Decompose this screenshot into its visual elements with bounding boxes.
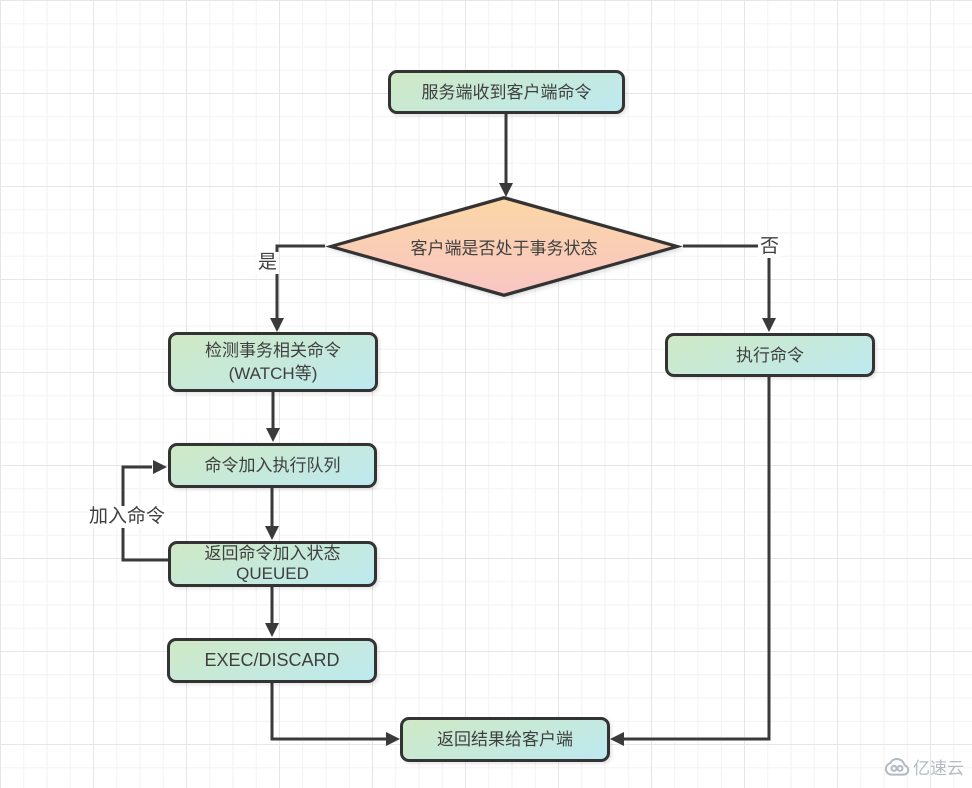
- arrowhead-down-icon: [499, 183, 513, 197]
- node-exec-discard: EXEC/DISCARD: [167, 638, 377, 683]
- watermark: 亿速云: [884, 754, 964, 779]
- edge-label-loop: 加入命令: [87, 506, 168, 528]
- node-decision-label: 客户端是否处于事务状态: [410, 239, 598, 258]
- node-execute-label: 执行命令: [736, 345, 804, 365]
- arrowhead-right-icon: [153, 460, 167, 474]
- edge-line: [275, 244, 325, 319]
- arrowhead-right-icon: [386, 732, 400, 746]
- edge-line: [683, 244, 771, 319]
- node-execute: 执行命令: [665, 333, 875, 377]
- arrowhead-down-icon: [266, 428, 280, 442]
- edge-decision-to-detect-yes: [270, 244, 325, 332]
- edge-detect-to-enqueue: [266, 391, 280, 442]
- edge-label-no: 否: [758, 236, 782, 258]
- node-detect-label: 检测事务相关命令 (WATCH等): [205, 341, 341, 383]
- edge-start-to-decision: [499, 113, 513, 197]
- edge-queued-to-execdiscard: [265, 586, 279, 637]
- node-start: 服务端收到客户端命令: [388, 70, 625, 114]
- edge-execute-to-result: [610, 376, 771, 746]
- arrowhead-down-icon: [265, 623, 279, 637]
- arrowhead-left-icon: [610, 732, 624, 746]
- arrowhead-down-icon: [265, 526, 279, 540]
- arrowhead-down-icon: [270, 318, 284, 332]
- node-enqueue: 命令加入执行队列: [168, 443, 377, 488]
- node-result: 返回结果给客户端: [400, 717, 610, 762]
- watermark-brand: 亿速云: [913, 759, 964, 778]
- node-enqueue-label: 命令加入执行队列: [204, 456, 341, 475]
- edge-label-yes: 是: [256, 252, 280, 274]
- cloud-logo-icon: [884, 757, 910, 776]
- edge-execdiscard-to-result: [270, 682, 400, 746]
- edge-line: [270, 682, 386, 741]
- edge-line: [624, 376, 771, 741]
- node-decision: 客户端是否处于事务状态: [325, 196, 683, 297]
- node-queued: 返回命令加入状态 QUEUED: [168, 541, 377, 587]
- edge-enqueue-to-queued: [265, 487, 279, 540]
- node-start-label: 服务端收到客户端命令: [421, 82, 592, 102]
- node-result-label: 返回结果给客户端: [437, 730, 573, 749]
- edge-decision-to-execute-no: [683, 244, 776, 332]
- arrowhead-down-icon: [762, 318, 776, 332]
- node-exec-discard-label: EXEC/DISCARD: [204, 650, 340, 670]
- node-detect: 检测事务相关命令 (WATCH等): [168, 332, 378, 392]
- node-queued-label: 返回命令加入状态 QUEUED: [204, 544, 341, 583]
